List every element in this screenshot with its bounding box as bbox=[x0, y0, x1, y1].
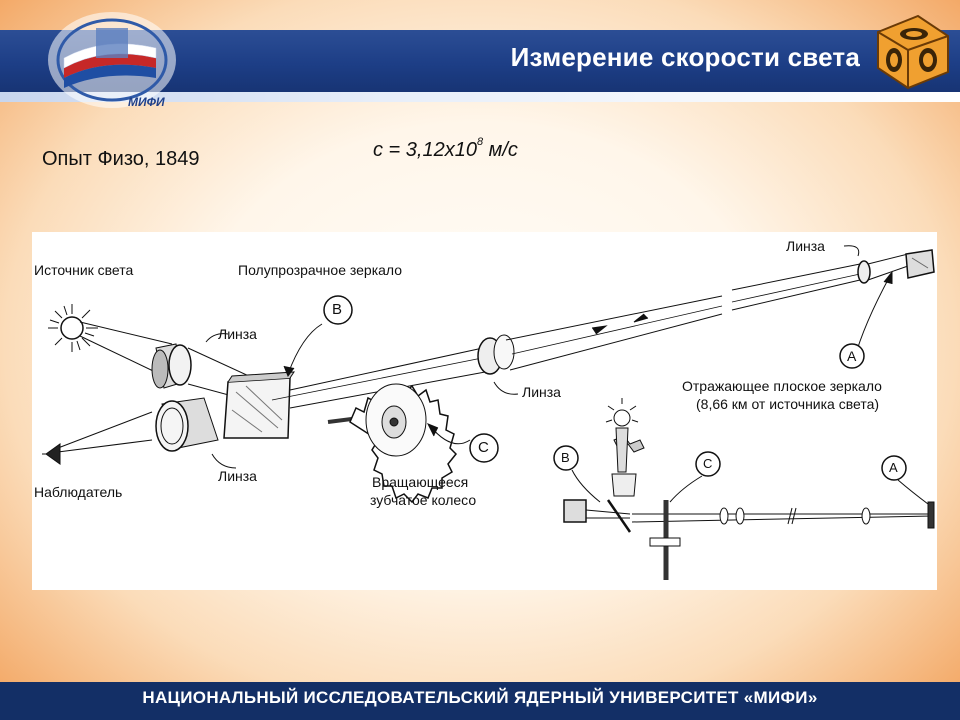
speed-of-light-formula: c = 3,12x108 м/с bbox=[373, 136, 518, 162]
label-light-source: Источник света bbox=[34, 262, 134, 278]
schematic-setup bbox=[563, 398, 935, 580]
label-wheel-line1: Вращающееся bbox=[372, 474, 469, 490]
observer-eye-icon bbox=[42, 443, 61, 465]
label-wheel-line2: зубчатое колесо bbox=[370, 492, 477, 508]
label-lens-middle: Линза bbox=[522, 384, 561, 400]
marker-b-small-label: B bbox=[561, 450, 570, 465]
experiment-label: Опыт Физо, 1849 bbox=[42, 148, 200, 170]
marker-b-icon bbox=[323, 295, 353, 325]
formula-main: c = 3,12x10 bbox=[373, 139, 477, 161]
marker-c-label: C bbox=[478, 439, 489, 456]
gear-wheel-icon bbox=[327, 383, 458, 504]
label-lens-bottom: Линза bbox=[218, 468, 257, 484]
header-stripe bbox=[0, 92, 960, 102]
slide-title: Измерение скорости света bbox=[510, 42, 860, 72]
marker-b-small-icon bbox=[553, 445, 579, 471]
label-half-mirror: Полупрозрачное зеркало bbox=[238, 262, 403, 278]
footer-band bbox=[0, 682, 960, 720]
cube-logo bbox=[868, 10, 954, 92]
half-mirror-icon bbox=[223, 371, 295, 439]
label-lens-far: Линза bbox=[786, 238, 825, 254]
far-lens-icon bbox=[857, 260, 871, 284]
label-lens-top: Линза bbox=[218, 326, 257, 342]
footer-university-name: НАЦИОНАЛЬНЫЙ ИССЛЕДОВАТЕЛЬСКИЙ ЯДЕРНЫЙ У… bbox=[142, 688, 818, 707]
marker-b-label: B bbox=[332, 301, 343, 318]
university-logo: МИФИ bbox=[34, 6, 184, 116]
marker-c-small-icon bbox=[695, 451, 721, 477]
fizeau-diagram: B C A B C A Источник света Полупрозрачно… bbox=[32, 232, 937, 590]
middle-lens-icon bbox=[477, 334, 515, 375]
marker-a-small-icon bbox=[881, 455, 907, 481]
logo-mephi-text: МИФИ bbox=[128, 95, 165, 109]
marker-a-label: A bbox=[847, 348, 857, 364]
lens-icon bbox=[151, 343, 192, 389]
label-mirror-line1: Отражающее плоское зеркало bbox=[682, 378, 882, 394]
eyepiece-lens-icon bbox=[155, 397, 219, 452]
light-source-icon bbox=[48, 304, 98, 352]
marker-a-icon bbox=[839, 343, 865, 369]
marker-c-icon bbox=[469, 433, 499, 463]
marker-a-small-label: A bbox=[889, 460, 898, 475]
formula-unit: м/с bbox=[483, 139, 518, 161]
marker-c-small-label: C bbox=[703, 456, 713, 471]
label-mirror-line2: (8,66 км от источника света) bbox=[696, 396, 880, 412]
label-observer: Наблюдатель bbox=[34, 484, 123, 500]
reflecting-mirror-icon bbox=[905, 249, 935, 279]
formula-exponent: 8 bbox=[476, 136, 484, 149]
